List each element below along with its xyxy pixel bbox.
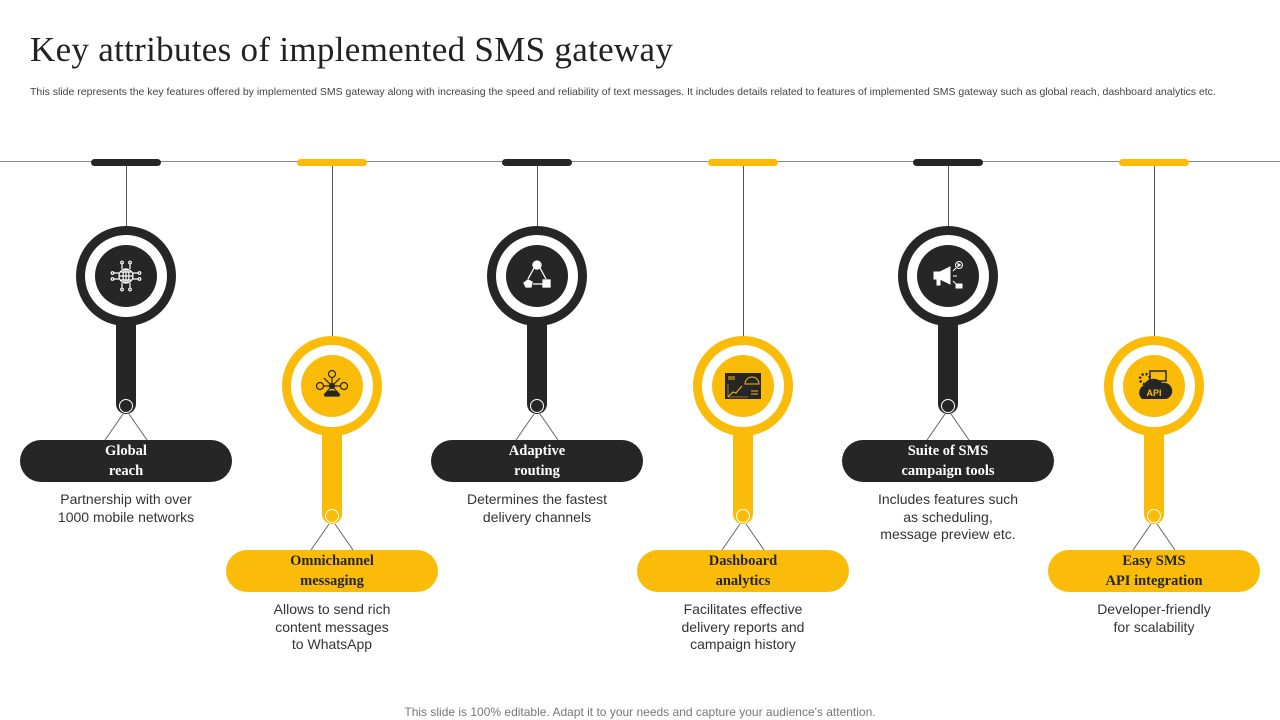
feature-label-line: campaign tools: [901, 463, 995, 479]
feature-title-pill: Adaptive routing: [431, 440, 643, 482]
omnichannel-icon: [301, 355, 363, 417]
connector-lines: [104, 414, 148, 440]
feature-label-line: Dashboard: [708, 553, 778, 569]
feature-description-line: delivery channels: [482, 508, 592, 525]
feature-label-line: API integration: [1105, 573, 1203, 589]
svg-text:API: API: [1146, 388, 1161, 398]
feature-description-line: to WhatsApp: [291, 636, 373, 652]
timeline-rail: [0, 161, 1280, 162]
feature-description-line: campaign history: [690, 636, 796, 652]
hanging-string: [537, 166, 538, 226]
page-title: Key attributes of implemented SMS gatewa…: [30, 30, 674, 69]
timeline-cap: [502, 159, 572, 166]
feature-title-pill: Easy SMS API integration: [1048, 550, 1260, 592]
feature-title-pill: Omnichannel messaging: [226, 550, 438, 592]
magnifier-handle: [733, 426, 753, 524]
feature-description-line: Partnership with over: [60, 491, 192, 507]
feature-description-line: Includes features such: [877, 491, 1019, 507]
feature-description-line: content messages: [275, 618, 389, 635]
dashboard-icon: [712, 355, 774, 417]
feature-description-line: 1000 mobile networks: [57, 508, 195, 525]
feature-label-line: Easy SMS: [1122, 553, 1186, 569]
connector-lines: [310, 524, 354, 550]
feature-label-line: messaging: [300, 573, 364, 589]
feature-label-line: Omnichannel: [290, 553, 374, 569]
routing-icon: [506, 245, 568, 307]
feature-label-line: reach: [108, 463, 144, 479]
hanging-string: [1154, 166, 1155, 336]
feature-description-line: delivery reports and: [681, 618, 805, 635]
connector-lines: [721, 524, 765, 550]
feature-label-line: Suite of SMS: [907, 443, 989, 459]
feature-title-pill: Suite of SMS campaign tools: [842, 440, 1054, 482]
feature-description-line: for scalability: [1113, 618, 1195, 635]
magnifier-ring: [898, 226, 998, 326]
handle-knob: [530, 399, 544, 413]
feature-description-line: Facilitates effective: [683, 601, 803, 617]
magnifier-ring: API: [1104, 336, 1204, 436]
feature-description-line: as scheduling,: [903, 508, 993, 525]
handle-knob: [119, 399, 133, 413]
feature-title-pill: Global reach: [20, 440, 232, 482]
handle-knob: [736, 509, 750, 523]
feature-label-line: Global: [105, 443, 147, 459]
feature-description-line: Determines the fastest: [466, 491, 608, 507]
feature-title-pill: Dashboard analytics: [637, 550, 849, 592]
magnifier-ring: [282, 336, 382, 436]
hanging-string: [743, 166, 744, 336]
handle-knob: [1147, 509, 1161, 523]
magnifier-ring: [76, 226, 176, 326]
connector-lines: [515, 414, 559, 440]
connector-lines: [1132, 524, 1176, 550]
timeline-cap: [1119, 159, 1189, 166]
timeline-cap: [297, 159, 367, 166]
timeline-cap: [91, 159, 161, 166]
globe-network-icon: [95, 245, 157, 307]
api-icon: API: [1123, 355, 1185, 417]
magnifier-handle: [938, 316, 958, 414]
magnifier-ring: [693, 336, 793, 436]
hanging-string: [332, 166, 333, 336]
page-subtitle: This slide represents the key features o…: [30, 86, 1216, 98]
handle-knob: [941, 399, 955, 413]
feature-description-line: Developer-friendly: [1097, 601, 1211, 617]
timeline-cap: [913, 159, 983, 166]
timeline-cap: [708, 159, 778, 166]
feature-description-line: Allows to send rich: [273, 601, 391, 617]
connector-lines: [926, 414, 970, 440]
feature-description-line: message preview etc.: [880, 526, 1016, 542]
hanging-string: [948, 166, 949, 226]
feature-label-line: routing: [514, 463, 560, 479]
magnifier-handle: [527, 316, 547, 414]
magnifier-handle: [1144, 426, 1164, 524]
magnifier-handle: [322, 426, 342, 524]
feature-label-line: Adaptive: [508, 443, 566, 459]
handle-knob: [325, 509, 339, 523]
footer-note: This slide is 100% editable. Adapt it to…: [404, 705, 876, 719]
feature-label-line: analytics: [715, 573, 771, 589]
magnifier-handle: [116, 316, 136, 414]
hanging-string: [126, 166, 127, 226]
magnifier-ring: [487, 226, 587, 326]
megaphone-icon: [917, 245, 979, 307]
